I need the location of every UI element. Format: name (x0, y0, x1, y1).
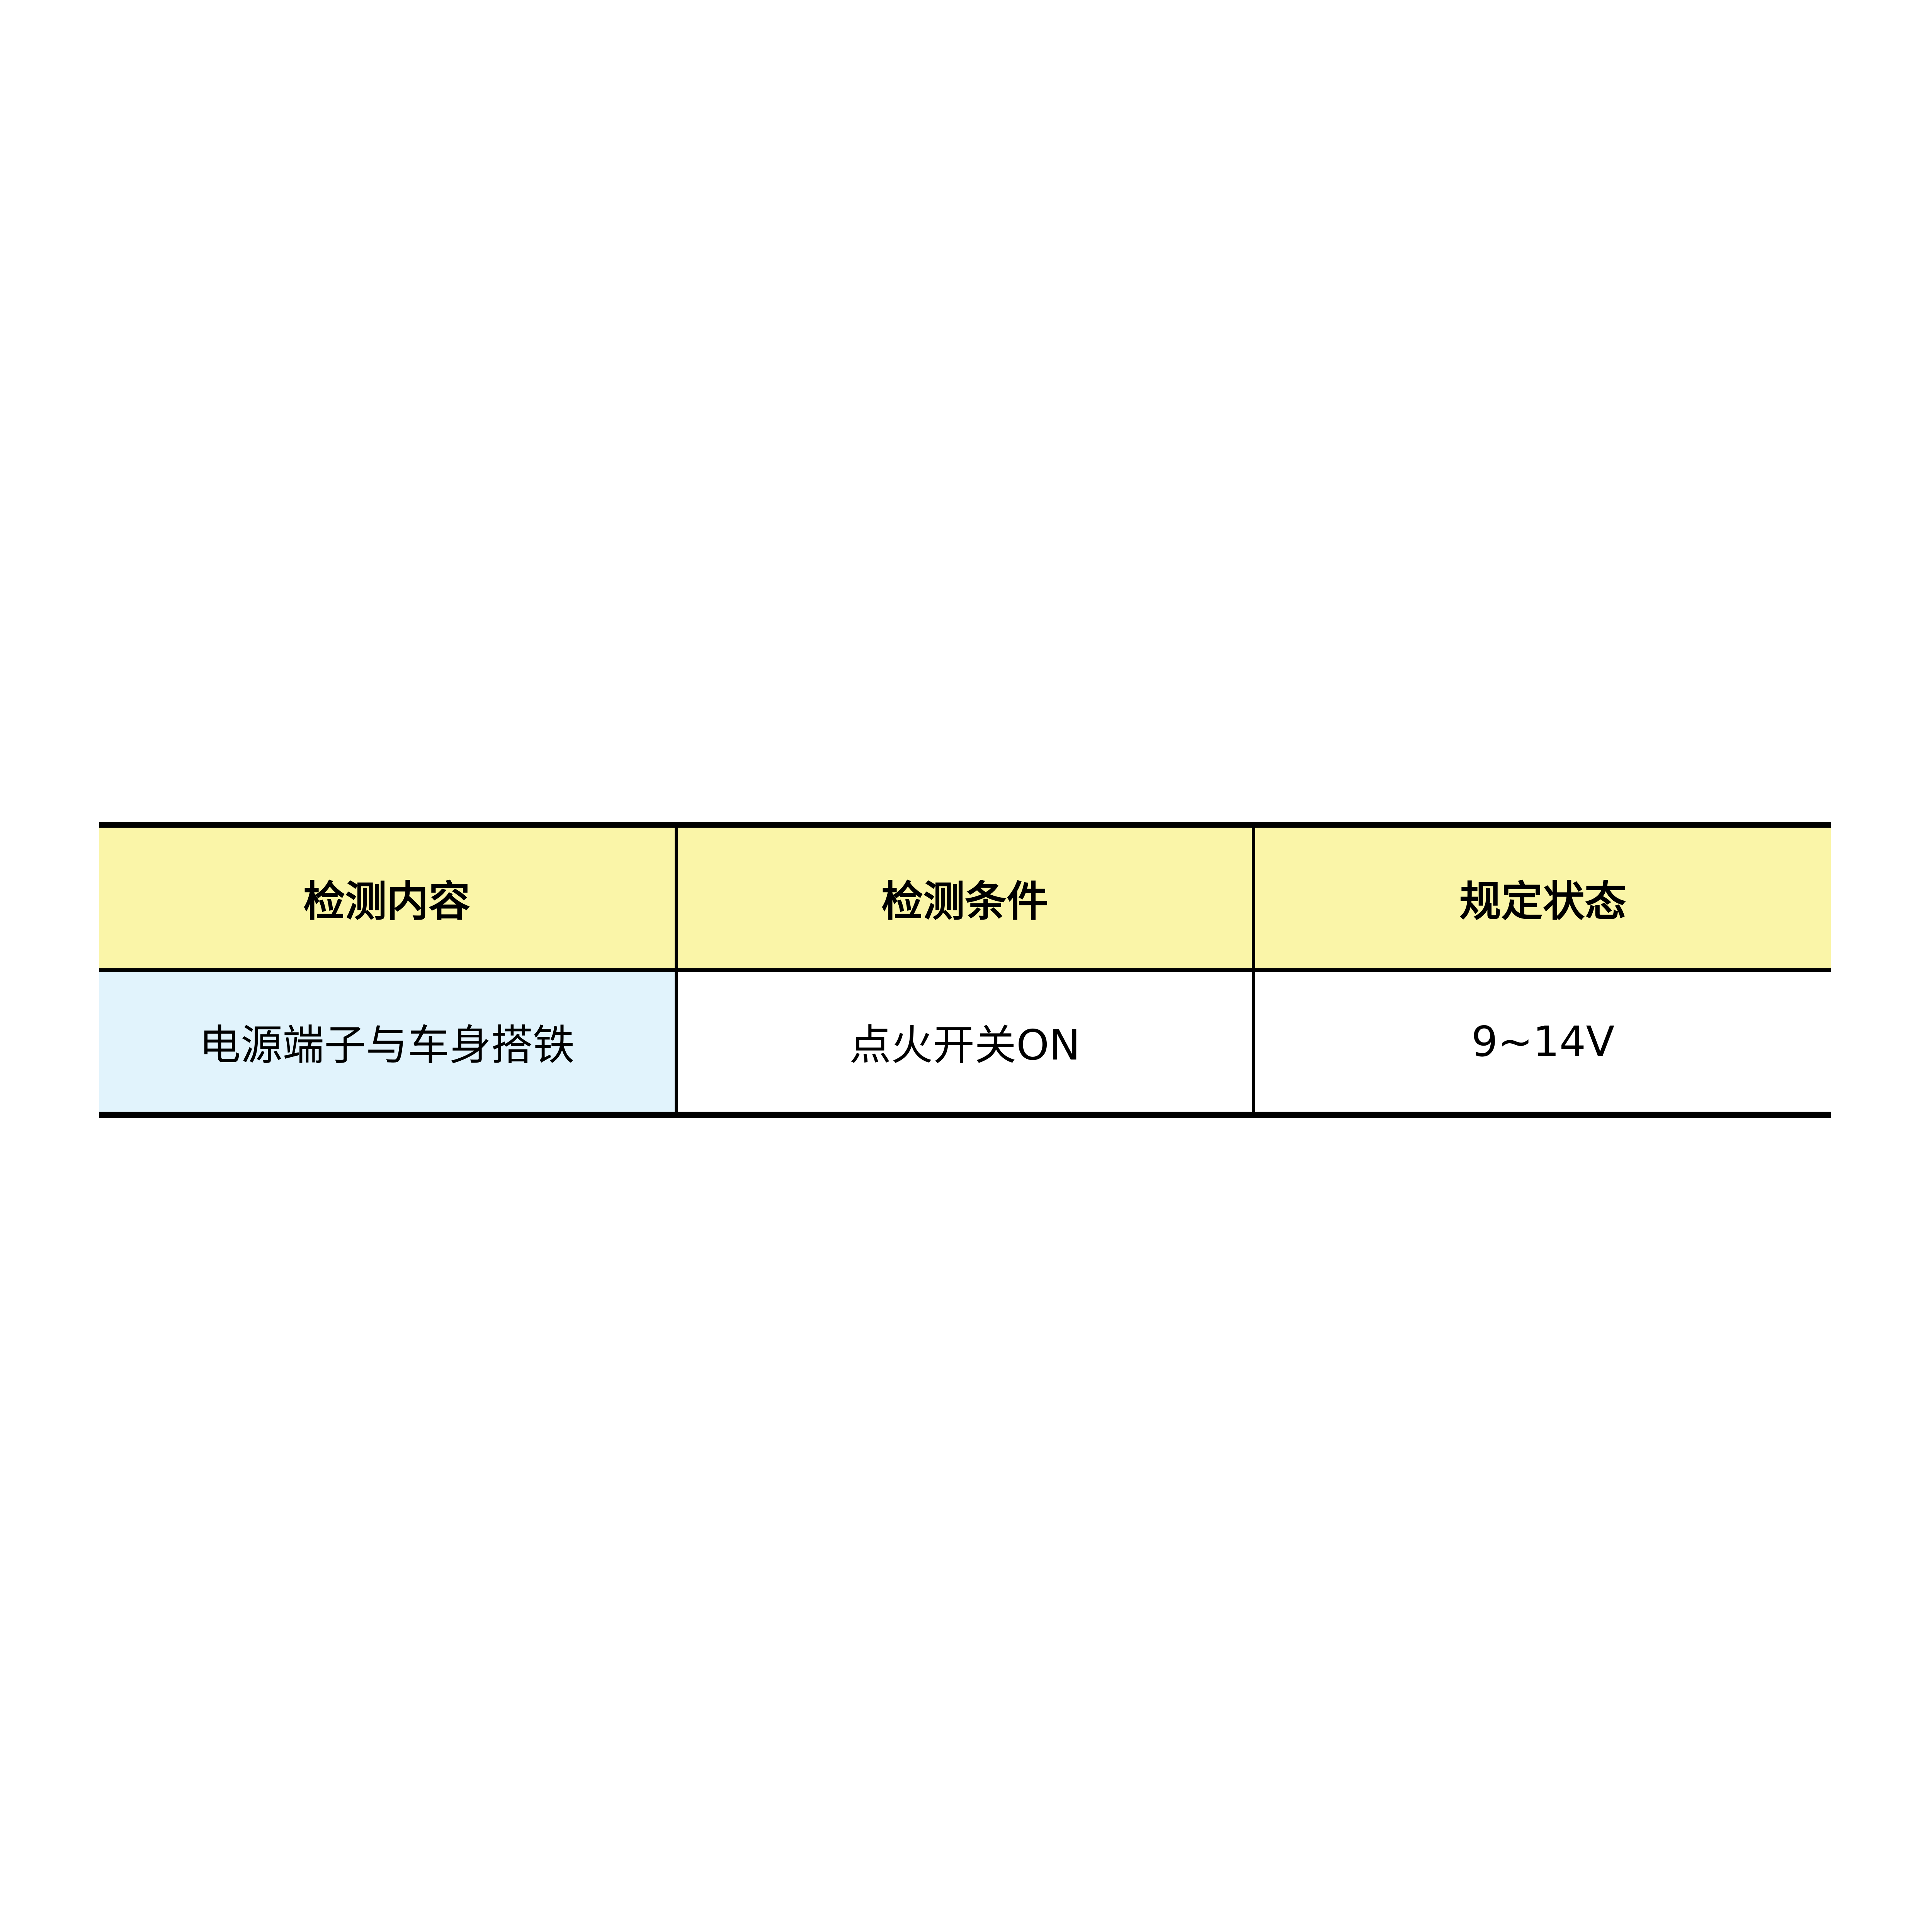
header-specified-state: 规定状态 (1252, 825, 1831, 972)
inspection-table: 检测内容 检测条件 规定状态 电源端子与车身搭铁 点火开关ON 9~14V (99, 822, 1831, 1118)
cell-inspection-item: 电源端子与车身搭铁 (99, 970, 676, 1115)
cell-specified-state: 9~14V (1252, 970, 1831, 1115)
table-container: 检测内容 检测条件 规定状态 电源端子与车身搭铁 点火开关ON 9~14V (99, 822, 1831, 1118)
header-inspection-condition: 检测条件 (675, 825, 1253, 972)
table-row: 电源端子与车身搭铁 点火开关ON 9~14V (99, 970, 1831, 1115)
header-row: 检测内容 检测条件 规定状态 (99, 825, 1831, 972)
cell-inspection-condition: 点火开关ON (675, 970, 1253, 1115)
header-inspection-item: 检测内容 (99, 825, 676, 972)
